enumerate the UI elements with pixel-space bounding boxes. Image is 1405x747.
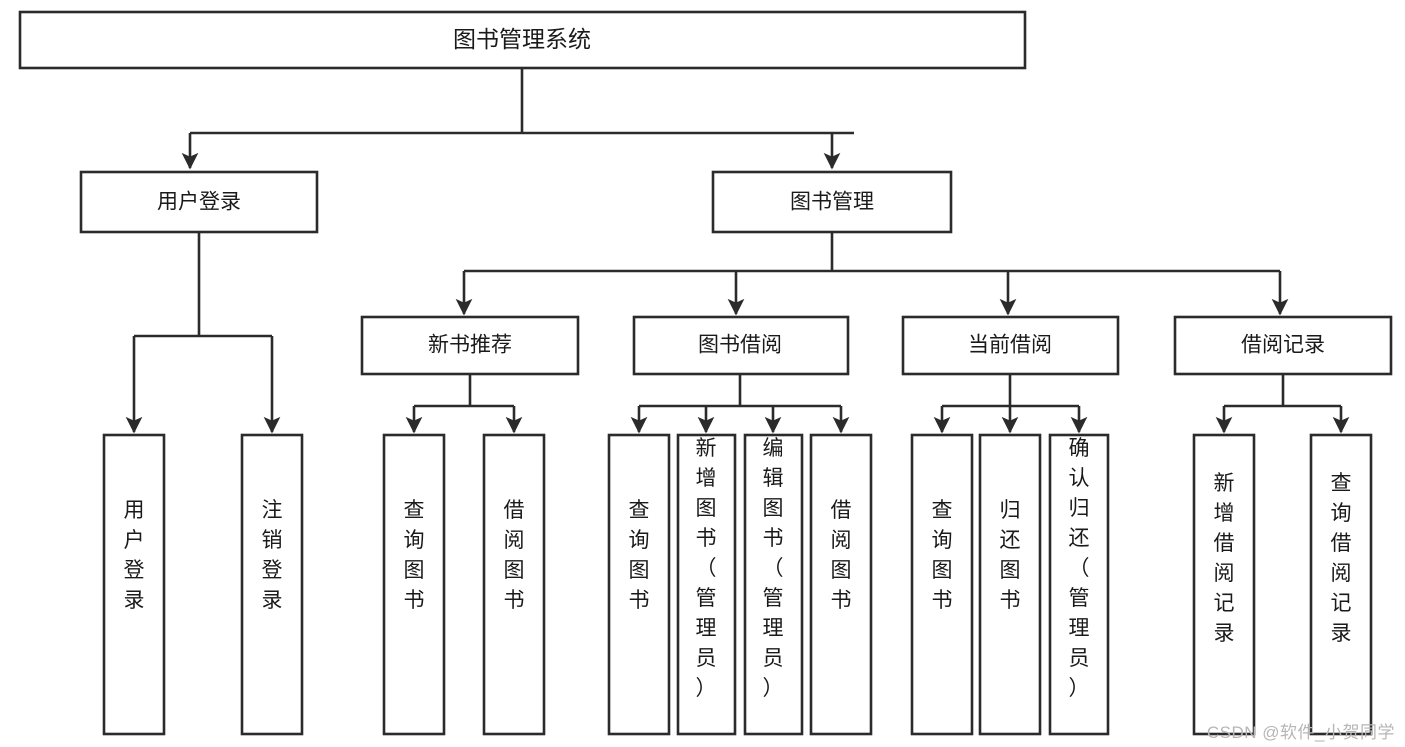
node-book-manage-box[interactable] [711, 170, 953, 234]
node-leaf-query-book-2-box[interactable] [607, 433, 671, 736]
edges-book-manage-to-level3 [455, 233, 1289, 316]
node-book-borrow-label: 图书借阅 [698, 334, 782, 357]
node-leaf-query-book-1-label: 查询图书 [404, 499, 425, 612]
node-leaf-confirm-return-label: 确认归还（管理员） [1069, 437, 1090, 700]
node-leaf-borrow-book-2-box[interactable] [809, 433, 873, 736]
node-borrow-record[interactable]: 借阅记录 [1173, 315, 1393, 376]
node-leaf-add-book-box[interactable] [676, 433, 737, 736]
node-book-borrow-box[interactable] [632, 315, 850, 376]
node-current-borrow-label: 当前借阅 [968, 334, 1052, 357]
node-leaf-add-record[interactable]: 新增借阅记录 [1192, 433, 1256, 736]
node-leaf-logout[interactable]: 注销登录 [240, 433, 304, 736]
edges-user-login-to-leaves [125, 233, 281, 434]
node-leaf-add-book-label: 新增图书（管理员） [696, 437, 717, 700]
node-borrow-record-box[interactable] [1173, 315, 1393, 376]
node-leaf-add-record-label: 新增借阅记录 [1214, 472, 1235, 645]
node-new-book-recommend[interactable]: 新书推荐 [360, 315, 580, 376]
node-leaf-query-record-box[interactable] [1309, 433, 1373, 736]
node-leaf-add-record-box[interactable] [1192, 433, 1256, 736]
node-leaf-add-book[interactable]: 新增图书（管理员） [676, 433, 737, 736]
node-leaf-query-book-1[interactable]: 查询图书 [382, 433, 446, 736]
node-leaf-borrow-book-2-label: 借阅图书 [831, 499, 852, 612]
node-leaf-user-login-box[interactable] [102, 433, 166, 736]
node-user-login-label: 用户登录 [157, 191, 241, 214]
node-new-book-recommend-label: 新书推荐 [428, 334, 512, 357]
node-new-book-recommend-box[interactable] [360, 315, 580, 376]
node-leaf-query-book-2-label: 查询图书 [629, 499, 650, 612]
edges-current-borrow-to-leaves [933, 374, 1088, 434]
node-root[interactable]: 图书管理系统 [18, 10, 1027, 70]
node-leaf-return-book-box[interactable] [978, 433, 1042, 736]
node-root-box[interactable] [18, 10, 1027, 70]
node-leaf-logout-box[interactable] [240, 433, 304, 736]
node-borrow-record-label: 借阅记录 [1241, 334, 1325, 357]
node-root-label: 图书管理系统 [453, 26, 591, 52]
node-user-login-box[interactable] [79, 170, 319, 234]
node-leaf-query-book-3-box[interactable] [910, 433, 974, 736]
node-leaf-return-book[interactable]: 归还图书 [978, 433, 1042, 736]
node-book-manage-label: 图书管理 [790, 191, 874, 214]
node-leaf-confirm-return-box[interactable] [1048, 433, 1110, 736]
node-leaf-borrow-book-1-label: 借阅图书 [504, 499, 525, 612]
node-leaf-query-book-2[interactable]: 查询图书 [607, 433, 671, 736]
node-leaf-borrow-book-2[interactable]: 借阅图书 [809, 433, 873, 736]
node-leaf-return-book-label: 归还图书 [1000, 499, 1021, 612]
node-current-borrow-box[interactable] [901, 315, 1120, 376]
node-leaf-user-login[interactable]: 用户登录 [102, 433, 166, 736]
node-leaf-logout-label: 注销登录 [262, 499, 283, 612]
node-leaf-borrow-book-1[interactable]: 借阅图书 [482, 433, 546, 736]
node-leaf-user-login-label: 用户登录 [124, 499, 145, 612]
node-leaf-query-book-1-box[interactable] [382, 433, 446, 736]
node-leaf-edit-book[interactable]: 编辑图书（管理员） [743, 433, 804, 736]
edges-root-to-level2 [181, 69, 854, 170]
node-leaf-borrow-book-1-box[interactable] [482, 433, 546, 736]
edges-new-book-recommend-to-leaves [405, 374, 523, 434]
node-leaf-query-record[interactable]: 查询借阅记录 [1309, 433, 1373, 736]
node-book-manage[interactable]: 图书管理 [711, 170, 953, 234]
node-leaf-query-record-label: 查询借阅记录 [1331, 472, 1352, 645]
node-user-login[interactable]: 用户登录 [79, 170, 319, 234]
node-current-borrow[interactable]: 当前借阅 [901, 315, 1120, 376]
node-book-borrow[interactable]: 图书借阅 [632, 315, 850, 376]
edges-book-borrow-to-leaves [630, 374, 850, 434]
node-leaf-query-book-3-label: 查询图书 [932, 499, 953, 612]
node-leaf-edit-book-box[interactable] [743, 433, 804, 736]
edges-borrow-record-to-leaves [1215, 374, 1350, 434]
node-leaf-query-book-3[interactable]: 查询图书 [910, 433, 974, 736]
node-leaf-confirm-return[interactable]: 确认归还（管理员） [1048, 433, 1110, 736]
node-leaf-edit-book-label: 编辑图书（管理员） [763, 437, 784, 700]
